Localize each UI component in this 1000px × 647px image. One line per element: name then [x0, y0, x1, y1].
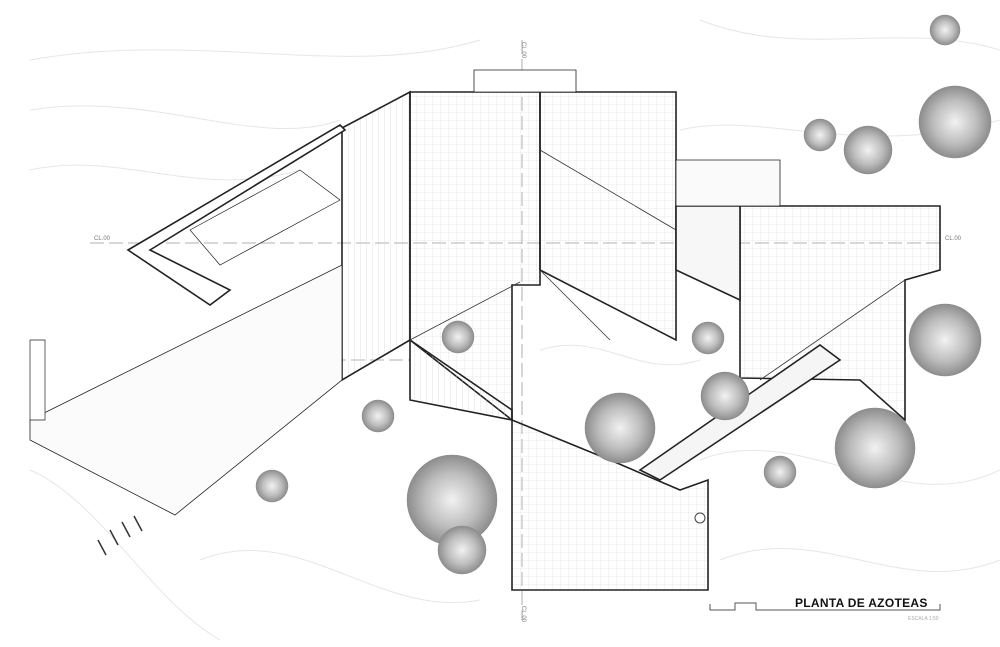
parking-marks — [97, 515, 143, 556]
ridge-lines — [409, 149, 906, 381]
axis-label-left: CL.00 — [94, 236, 111, 242]
drawing-scale: ESCALA 1:50 — [908, 616, 939, 622]
axis-label-right: CL.00 — [945, 236, 962, 242]
axis-label-bottom: CL.00 — [520, 606, 526, 623]
axis-label-top: CL.00 — [520, 42, 526, 59]
scale-bar — [709, 602, 941, 611]
trees — [255, 14, 992, 575]
drawing-title: PLANTA DE AZOTEAS — [795, 596, 928, 610]
north-arrow-symbol — [694, 512, 706, 524]
roof-surfaces — [29, 69, 941, 591]
